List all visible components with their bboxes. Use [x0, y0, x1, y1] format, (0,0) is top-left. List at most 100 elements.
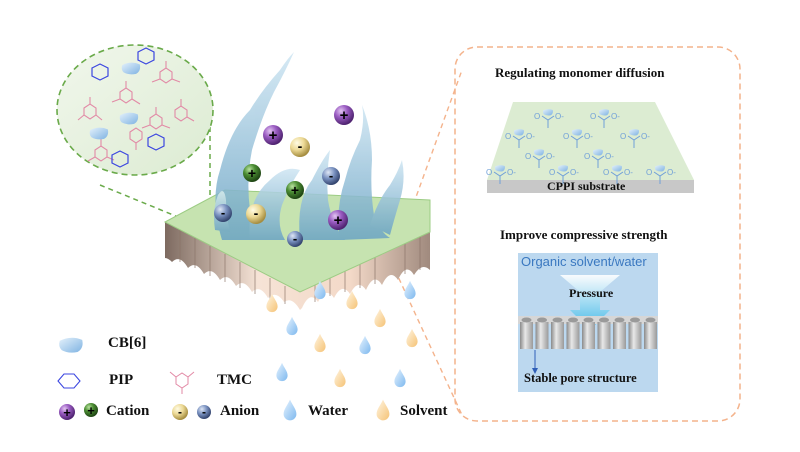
anion-blue: -: [287, 231, 303, 247]
legend-anion-yellow-icon: [172, 404, 188, 420]
legend-label-cb6: CB[6]: [108, 335, 147, 351]
cb6-molecule: [611, 165, 622, 172]
plus-sign: +: [87, 403, 95, 418]
water-drop: [286, 316, 298, 336]
minus-sign: -: [178, 405, 182, 419]
oxide-label: O-: [624, 168, 633, 177]
zoom-connector-line-orange: [394, 69, 463, 256]
oxygen-label: O: [534, 112, 540, 121]
oxide-label: O-: [584, 132, 593, 141]
plus-sign: +: [248, 165, 256, 181]
legend-label-solvent: Solvent: [400, 403, 448, 419]
oxygen-label: O: [584, 152, 590, 161]
oxygen-label: O: [505, 132, 511, 141]
oxide-label: O-: [546, 152, 555, 161]
cation-green: +: [243, 164, 261, 182]
pore-opening: [645, 317, 656, 323]
solvent-drop: [406, 328, 418, 348]
pressure-label: Pressure: [569, 286, 614, 300]
pore-opening: [583, 317, 594, 323]
minus-sign: -: [221, 205, 225, 220]
legend-pip-icon: [57, 373, 81, 389]
panel-title-monomer-diffusion: Regulating monomer diffusion: [495, 65, 665, 80]
pore-structure-label: Stable pore structure: [524, 371, 637, 385]
plus-sign: +: [269, 127, 278, 144]
oxygen-label: O: [590, 112, 596, 121]
legend-cb6-icon: [59, 337, 83, 353]
pore-opening: [521, 317, 532, 323]
cppi-substrate-bar: [487, 180, 694, 193]
water-drop: [359, 335, 371, 355]
cb6-molecule: [654, 165, 665, 172]
oxide-label: O-: [555, 112, 564, 121]
cb6-molecule: [513, 129, 524, 136]
cb6-molecule: [494, 165, 505, 172]
oxide-label: O-: [667, 168, 676, 177]
legend-label-cation: Cation: [106, 403, 150, 419]
pore-column: [644, 322, 657, 349]
minus-sign: -: [329, 168, 333, 183]
pore-pointer-arrowhead: [532, 368, 538, 374]
oxide-label: O-: [570, 168, 579, 177]
cb6-molecule: [121, 62, 141, 75]
medium-label: Organic solvent/water: [521, 254, 647, 269]
carboxylate-cb6-group: O O-: [603, 165, 633, 184]
cation-purple: +: [334, 105, 354, 125]
water-drop: [394, 368, 406, 388]
solvent-drop: [334, 368, 346, 388]
water-drop: [276, 362, 288, 382]
carboxylate-cb6-group: O O-: [505, 129, 535, 148]
pore-columns: [518, 316, 658, 349]
detail-panel-border: [454, 46, 741, 422]
solvent-drop: [374, 308, 386, 328]
carboxylate-cb6-group: O O-: [646, 165, 676, 184]
solvent-drop: [314, 333, 326, 353]
panel-title-compressive-strength: Improve compressive strength: [500, 227, 668, 242]
cation-green: +: [286, 181, 304, 199]
pore-column: [566, 322, 580, 349]
compressive-strength-graphic: [518, 253, 658, 392]
tmc-network: [77, 61, 195, 162]
legend: + + - -: [57, 337, 390, 421]
oxide-label: O-: [507, 168, 516, 177]
pore-opening: [630, 317, 640, 323]
oxide-label: O-: [526, 132, 535, 141]
pore-wall-lines: [179, 230, 421, 304]
anion-blue: -: [214, 204, 232, 222]
oxygen-label: O: [603, 168, 609, 177]
oxygen-label: O: [563, 132, 569, 141]
carboxylate-cb6-group: O O-: [549, 165, 579, 184]
oxygen-label: O: [646, 168, 652, 177]
cb6-molecule: [557, 165, 568, 172]
pore-column: [582, 322, 595, 349]
cb6-molecule: [571, 129, 582, 136]
pore-column: [520, 322, 533, 349]
pip-network: [91, 47, 165, 168]
pore-column: [597, 322, 611, 349]
cb6-molecule: [533, 149, 544, 156]
cation-purple: +: [263, 125, 283, 145]
pore-opening: [568, 317, 578, 323]
pore-column: [535, 322, 549, 349]
minus-sign: -: [202, 405, 206, 419]
pore-column: [628, 322, 642, 349]
substrate-label: CPPI substrate: [547, 179, 626, 193]
legend-label-water: Water: [308, 403, 348, 419]
pore-opening: [614, 317, 625, 323]
oxygen-label: O: [486, 168, 492, 177]
oxide-label: O-: [611, 112, 620, 121]
legend-water-drop-icon: [283, 399, 297, 421]
oxygen-label: O: [549, 168, 555, 177]
anion-yellow: -: [290, 137, 310, 157]
carboxylate-cb6-group: O O-: [590, 109, 620, 128]
pore-column: [613, 322, 626, 349]
water-drop: [404, 280, 416, 300]
solvent-drop: [346, 290, 358, 310]
cb6-molecule: [592, 149, 603, 156]
